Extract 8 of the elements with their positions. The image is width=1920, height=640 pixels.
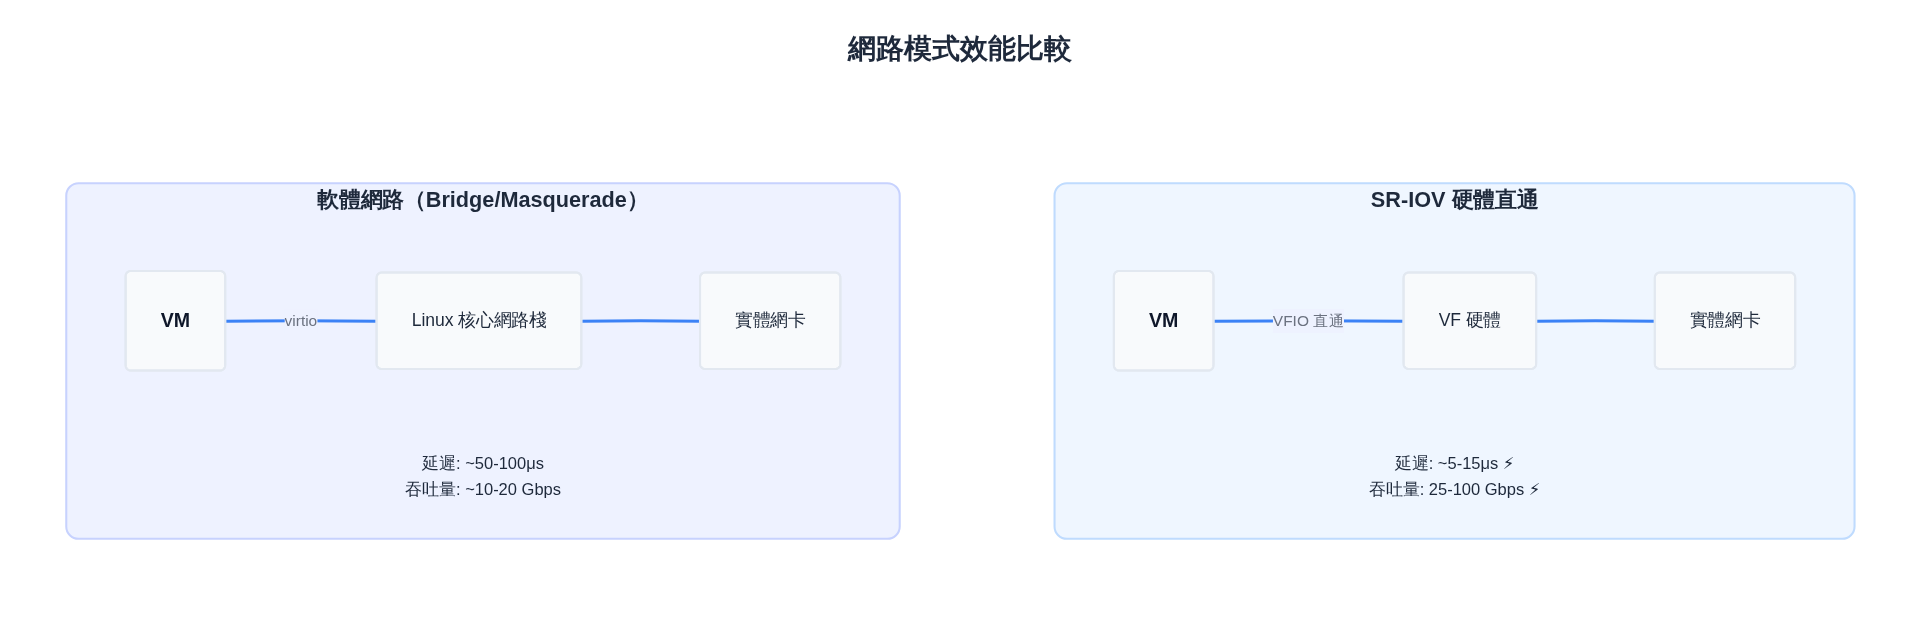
stat-text: 吞吐量: ~10-20 Gbps: [404, 480, 561, 499]
edge-label: VFIO 直通: [1272, 311, 1344, 329]
connector: [1536, 319, 1655, 323]
stat-text: 延遲: ~50-100μs: [421, 453, 544, 472]
stat-text: 吞吐量: 25-100 Gbps ⚡: [1368, 480, 1540, 499]
diagram-title: 網路模式效能比較: [848, 32, 1072, 66]
edge-label: virtio: [284, 311, 317, 329]
stat-text: 延遲: ~5-15μs ⚡: [1394, 453, 1514, 472]
